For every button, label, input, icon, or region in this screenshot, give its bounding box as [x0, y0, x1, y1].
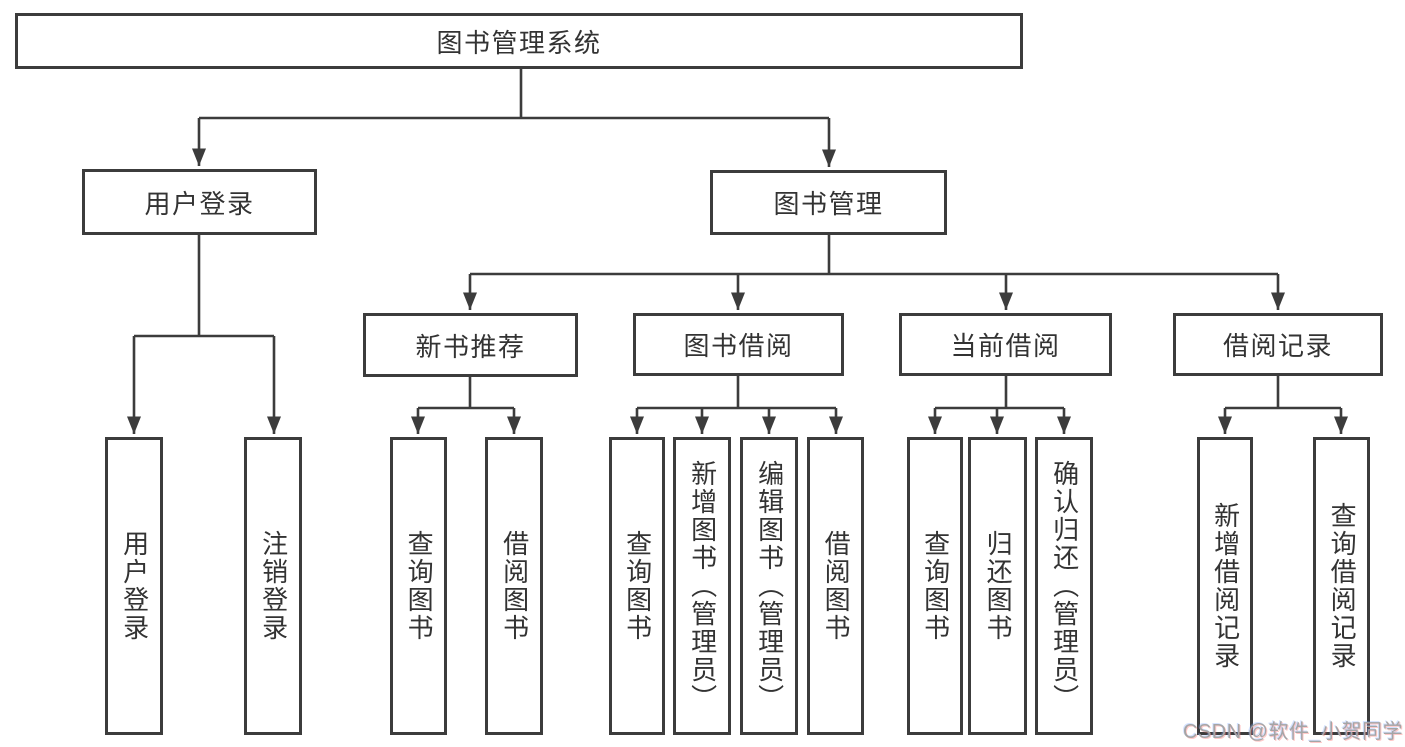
node-leaf-add-borrow-record-label: 新增借阅记录: [1210, 502, 1241, 670]
node-leaf-query-books-3-label: 查询图书: [920, 530, 951, 642]
node-leaf-query-books-2: 查询图书: [609, 437, 665, 735]
node-current-borrow-label: 当前借阅: [950, 331, 1061, 361]
node-leaf-return-book: 归还图书: [968, 437, 1027, 735]
node-leaf-borrow-books-1-label: 借阅图书: [499, 530, 530, 642]
node-book-borrow-label: 图书借阅: [683, 331, 794, 361]
node-leaf-user-login-label: 用户登录: [119, 530, 150, 642]
node-leaf-borrow-books-2: 借阅图书: [807, 437, 864, 735]
node-leaf-add-borrow-record: 新增借阅记录: [1197, 437, 1253, 735]
node-user-login-label: 用户登录: [144, 188, 255, 219]
node-leaf-logout-label: 注销登录: [258, 530, 289, 642]
watermark: CSDN @软件_小贺同学: [1183, 721, 1404, 743]
node-new-book-recommend-label: 新书推荐: [415, 331, 526, 362]
node-book-borrow: 图书借阅: [633, 313, 844, 376]
node-book-management-label: 图书管理: [773, 189, 884, 219]
node-leaf-edit-book-admin-label: 编辑图书（管理员）: [754, 460, 785, 712]
node-leaf-query-books-1-label: 查询图书: [404, 530, 435, 642]
node-leaf-logout: 注销登录: [244, 437, 302, 735]
node-leaf-borrow-books-2-label: 借阅图书: [821, 530, 852, 642]
node-leaf-user-login: 用户登录: [105, 437, 163, 735]
node-library-management-system-label: 图书管理系统: [436, 27, 602, 58]
node-leaf-confirm-return-admin-label: 确认归还（管理员）: [1049, 460, 1080, 712]
node-leaf-edit-book-admin: 编辑图书（管理员）: [740, 437, 798, 735]
node-user-login: 用户登录: [82, 169, 317, 235]
node-borrow-records-label: 借阅记录: [1222, 331, 1333, 361]
node-book-management: 图书管理: [710, 170, 947, 235]
node-library-management-system: 图书管理系统: [15, 13, 1023, 69]
node-new-book-recommend: 新书推荐: [363, 313, 578, 377]
node-leaf-add-book-admin-label: 新增图书（管理员）: [687, 460, 718, 712]
node-borrow-records: 借阅记录: [1173, 313, 1383, 376]
node-leaf-return-book-label: 归还图书: [983, 530, 1014, 642]
node-leaf-query-borrow-record-label: 查询借阅记录: [1327, 502, 1358, 670]
node-leaf-query-books-1: 查询图书: [390, 437, 447, 735]
node-leaf-borrow-books-1: 借阅图书: [485, 437, 543, 735]
node-leaf-query-borrow-record: 查询借阅记录: [1313, 437, 1370, 735]
node-leaf-confirm-return-admin: 确认归还（管理员）: [1035, 437, 1093, 735]
node-leaf-add-book-admin: 新增图书（管理员）: [673, 437, 731, 735]
node-current-borrow: 当前借阅: [899, 313, 1112, 376]
node-leaf-query-books-2-label: 查询图书: [622, 530, 653, 642]
node-leaf-query-books-3: 查询图书: [907, 437, 963, 735]
